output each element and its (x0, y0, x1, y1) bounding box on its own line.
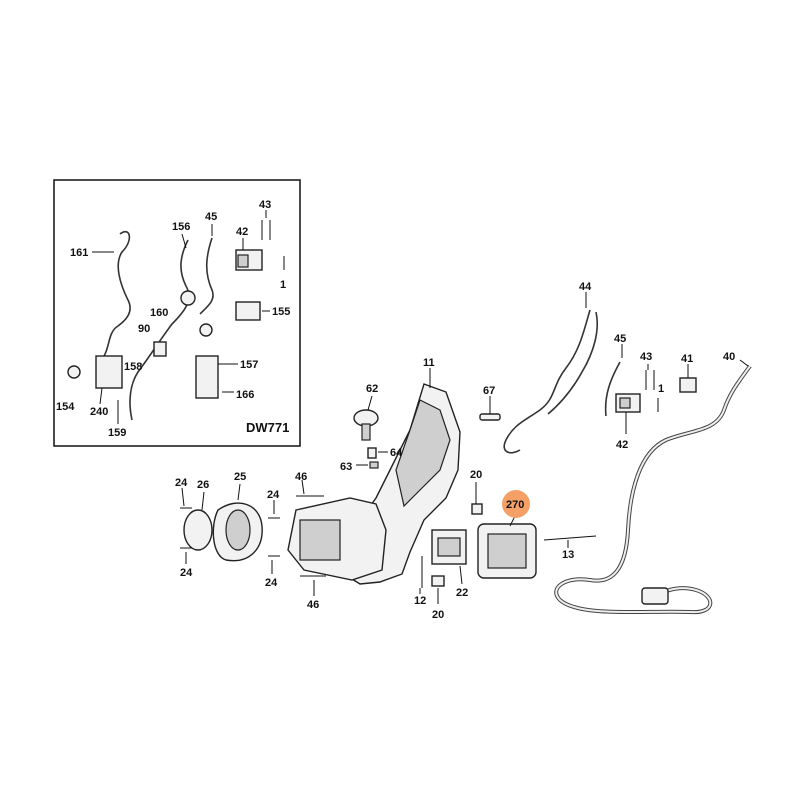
leader-40 (739, 359, 749, 367)
part-41 (679, 377, 697, 393)
label-24a: 24 (175, 477, 188, 489)
stator-270-winding (487, 533, 527, 569)
inset-label-166: 166 (236, 389, 254, 401)
inset-leader-240 (99, 387, 103, 405)
label-40: 40 (723, 351, 735, 363)
power-cord-40 (554, 364, 752, 615)
leader-26 (201, 491, 205, 511)
inset-wire-45 (199, 237, 214, 315)
inset-part-154 (67, 365, 81, 379)
inset-panel: 161 156 45 43 42 1 160 90 155 158 157 15… (53, 179, 301, 447)
inset-model-label: DW771 (246, 420, 289, 435)
inset-wire-156 (129, 239, 190, 421)
label-1: 1 (658, 383, 664, 395)
spring-64 (367, 447, 377, 459)
leader-22 (459, 565, 463, 585)
inset-label-157: 157 (240, 359, 258, 371)
inset-connector-b (199, 323, 213, 337)
leader-25 (237, 483, 241, 501)
inset-label-155: 155 (272, 306, 290, 318)
label-11: 11 (423, 357, 435, 369)
brush-20a (471, 503, 483, 515)
main-diagram: 44 45 43 41 40 1 42 11 62 67 64 63 20 27… (175, 281, 752, 621)
inset-label-43: 43 (259, 199, 271, 211)
fan-guard-25-vents (225, 509, 251, 551)
inset-label-90: 90 (138, 323, 150, 335)
label-25: 25 (234, 471, 246, 483)
inset-label-158: 158 (124, 361, 142, 373)
label-26: 26 (197, 479, 209, 491)
inset-label-160: 160 (150, 307, 168, 319)
label-64: 64 (390, 447, 403, 459)
label-12: 12 (414, 595, 426, 607)
inset-leader-156 (181, 233, 187, 249)
label-41: 41 (681, 353, 693, 365)
inset-label-240: 240 (90, 406, 108, 418)
inset-label-161: 161 (70, 247, 88, 259)
label-46b: 46 (307, 599, 319, 611)
inset-label-1: 1 (280, 279, 286, 291)
screw-13 (543, 535, 597, 541)
inset-label-42: 42 (236, 226, 248, 238)
inset-label-45: 45 (205, 211, 217, 223)
wire-45 (604, 361, 621, 417)
label-24c: 24 (180, 567, 193, 579)
label-22: 22 (456, 587, 468, 599)
part-42-switch-detail (619, 397, 631, 409)
knob-62-shaft (361, 423, 371, 441)
label-45: 45 (614, 333, 626, 345)
wire-harness-44b (547, 311, 599, 415)
inset-part-42-detail (237, 254, 249, 268)
leader-62 (367, 395, 373, 411)
power-cord-40-core (555, 365, 751, 614)
label-42: 42 (616, 439, 628, 451)
wire-harness-44 (503, 309, 591, 454)
inset-part-157 (195, 355, 219, 399)
gear-housing-fins (299, 519, 341, 561)
pin-67 (479, 413, 501, 421)
highlight-270 (502, 490, 530, 518)
label-44: 44 (579, 281, 592, 293)
nut-63 (369, 461, 379, 469)
housing-11-inner (395, 399, 451, 508)
label-43: 43 (640, 351, 652, 363)
inset-label-154: 154 (56, 401, 75, 413)
label-20b: 20 (432, 609, 444, 621)
label-13: 13 (562, 549, 574, 561)
leader-46a (301, 479, 305, 495)
label-46a: 46 (295, 471, 307, 483)
brush-20b (431, 575, 445, 587)
washer-26 (183, 509, 213, 551)
inset-connector-a (180, 290, 196, 306)
inset-label-159: 159 (108, 427, 126, 439)
power-plug (641, 587, 669, 605)
label-63: 63 (340, 461, 352, 473)
brush-holder-22-detail (437, 537, 461, 557)
inset-part-240 (95, 355, 123, 389)
label-270: 270 (506, 499, 524, 511)
leader-24a (181, 487, 185, 507)
inset-part-160 (153, 341, 167, 357)
inset-part-155 (235, 301, 261, 321)
inset-label-156: 156 (172, 221, 190, 233)
label-24d: 24 (265, 577, 278, 589)
label-24b: 24 (267, 489, 280, 501)
inset-wire-161 (103, 230, 131, 357)
label-20a: 20 (470, 469, 482, 481)
label-62: 62 (366, 383, 378, 395)
label-67: 67 (483, 385, 495, 397)
